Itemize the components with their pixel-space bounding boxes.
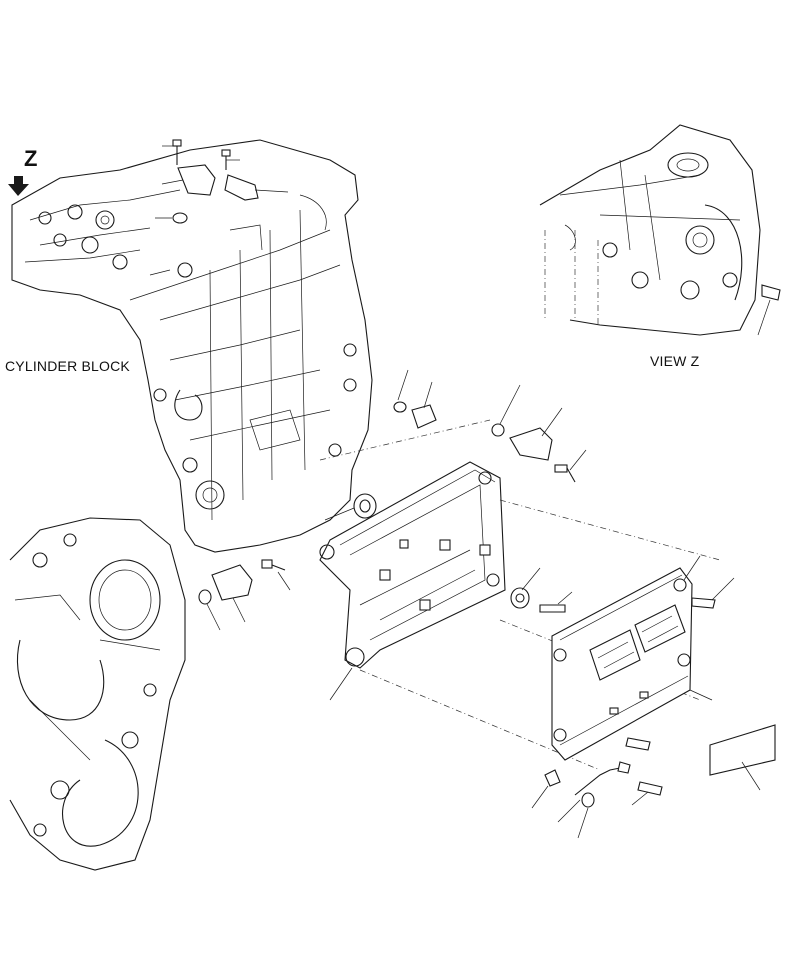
oring-sensor-mid (393, 401, 576, 483)
view-direction-letter: Z (24, 146, 38, 171)
view-z-detail (539, 124, 781, 336)
mounting-bracket (319, 461, 506, 669)
leader-lines (155, 145, 761, 839)
arrow-down-icon (8, 176, 29, 196)
cylinder-block (11, 139, 373, 553)
ground-strap (544, 761, 663, 808)
label-plate (709, 724, 776, 776)
speed-sensor-left (198, 559, 286, 605)
controller-mount-hardware (510, 587, 716, 751)
front-cover (9, 517, 186, 871)
cylinder-block-label: CYLINDER BLOCK (5, 358, 130, 374)
top-sensor-parts (172, 139, 259, 224)
spacer-sleeve (353, 493, 377, 519)
view-z-label: VIEW Z (650, 353, 700, 369)
engine-controller (551, 567, 693, 761)
